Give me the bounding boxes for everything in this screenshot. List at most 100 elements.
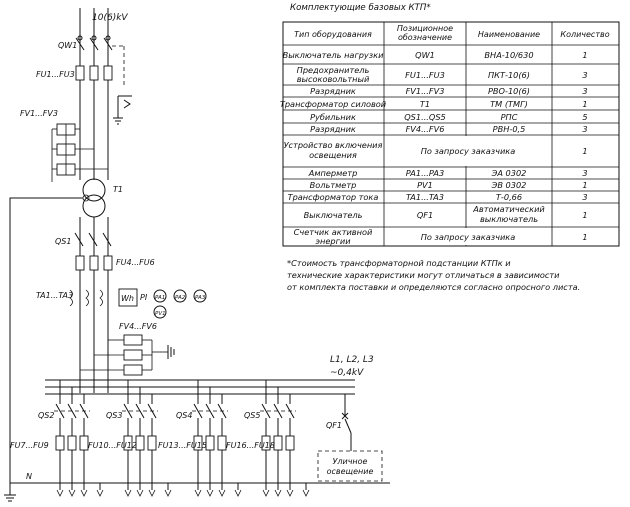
- svg-text:QS1...QS5: QS1...QS5: [404, 112, 446, 122]
- merged-cell-text: По запросу заказчика: [421, 232, 515, 242]
- fv1-fv3-arresters: [51, 123, 108, 182]
- fu10-fu12-label: FU10...FU12: [88, 441, 137, 450]
- table-row: Рубильник QS1...QS5 РПС 5: [310, 112, 588, 122]
- energy-meter: [118, 288, 138, 307]
- feeder-fuse: [273, 435, 283, 451]
- svg-text:1: 1: [582, 210, 587, 220]
- svg-text:FV4...FV6: FV4...FV6: [406, 124, 445, 134]
- svg-text:ЭВ 0302: ЭВ 0302: [491, 180, 527, 190]
- svg-text:PA1: PA1: [155, 295, 165, 301]
- svg-text:FU1...FU3: FU1...FU3: [405, 70, 445, 80]
- lv-busbars: [45, 379, 355, 395]
- feeder-switch-blade: [123, 403, 133, 419]
- ammeter-icon: PA2: [173, 289, 187, 303]
- pi-label: PI: [140, 293, 148, 302]
- svg-text:QW1: QW1: [415, 50, 435, 60]
- feeder-fuse: [135, 435, 145, 451]
- ammeter-icon: PA1: [153, 289, 167, 303]
- lv-voltage-label: ~0,4kV: [330, 368, 364, 378]
- fu4-fu6-fuses: [75, 255, 113, 271]
- feeder-arrow-icon: [194, 489, 202, 497]
- table-row-dividers: [283, 44, 619, 228]
- svg-text:технические характеристики мог: технические характеристики могут отличат…: [287, 270, 560, 280]
- svg-text:РВН-0,5: РВН-0,5: [493, 124, 526, 134]
- header-type: Тип оборудования: [294, 30, 372, 39]
- feeder-arrow-icon: [68, 489, 76, 497]
- svg-text:1: 1: [582, 50, 587, 60]
- svg-text:Предохранитель: Предохранитель: [297, 65, 370, 75]
- svg-text:T1: T1: [420, 99, 430, 109]
- svg-text:Вольтметр: Вольтметр: [310, 180, 357, 190]
- feeder-fuse: [205, 435, 215, 451]
- feeder-arrow-icon: [124, 489, 132, 497]
- qs5-label: QS5: [244, 411, 260, 420]
- street-lighting-label-1: Уличное: [333, 457, 368, 466]
- header-qty: Количество: [560, 30, 609, 39]
- ammeter-icon: PA3: [193, 289, 207, 303]
- feeder-fuse: [217, 435, 227, 451]
- fv1-fv3-label: FV1...FV3: [20, 109, 58, 118]
- lv-phases-label: L1, L2, L3: [330, 355, 374, 365]
- neutral-line: [9, 197, 83, 495]
- feeder-arrow-icon: [164, 489, 172, 497]
- svg-text:PV1: PV1: [155, 311, 166, 317]
- feeder-arrow-icon: [80, 489, 88, 497]
- single-line-schematic: 10(6)kV QW1 FU1...FU3 FV1...FV3: [4, 8, 390, 502]
- ground-icon: [167, 345, 175, 359]
- svg-text:QF1: QF1: [417, 210, 433, 220]
- fu1-fu3-label: FU1...FU3: [36, 70, 75, 79]
- svg-text:освещения: освещения: [309, 150, 357, 160]
- svg-text:1: 1: [582, 232, 587, 242]
- feeder-fuse: [147, 435, 157, 451]
- qs1-switch: [74, 232, 112, 247]
- svg-text:высоковольтный: высоковольтный: [297, 74, 370, 84]
- feeder-fuse: [55, 435, 65, 451]
- qs2-label: QS2: [38, 411, 54, 420]
- ground-icon: [4, 494, 16, 502]
- svg-text:Т-0,66: Т-0,66: [496, 192, 522, 202]
- qs1-label: QS1: [55, 237, 71, 246]
- svg-text:PV1: PV1: [417, 180, 433, 190]
- table-row: Амперметр PA1...PA3 ЭА 0302 3: [308, 168, 588, 178]
- qf1-breaker: [341, 394, 352, 451]
- svg-text:Разрядник: Разрядник: [310, 86, 356, 96]
- svg-text:1: 1: [582, 180, 587, 190]
- svg-text:Устройство включения: Устройство включения: [284, 140, 383, 150]
- svg-text:Автоматический: Автоматический: [472, 204, 545, 214]
- ta1-ta3-current-transformers: [69, 289, 103, 307]
- svg-text:Выключатель нагрузки: Выключатель нагрузки: [283, 50, 384, 60]
- qf1-label: QF1: [326, 421, 342, 430]
- merged-cell-bg: [385, 136, 551, 166]
- svg-text:Трансформатор тока: Трансформатор тока: [288, 192, 379, 202]
- svg-text:РВО-10(6): РВО-10(6): [488, 86, 530, 96]
- street-lighting-box: [317, 450, 383, 482]
- table-row: Предохранитель высоковольтный FU1...FU3 …: [297, 65, 588, 84]
- footnote: *Стоимость трансформаторной подстанции К…: [287, 258, 580, 292]
- svg-text:3: 3: [582, 168, 587, 178]
- svg-text:от комплекта поставки и опреде: от комплекта поставки и определяются сог…: [287, 282, 580, 292]
- table-title: Комплектующие базовых КТП*: [290, 3, 431, 13]
- feeder-arrow-icon: [136, 489, 144, 497]
- n-label: N: [26, 472, 32, 481]
- table-row: Разрядник FV4...FV6 РВН-0,5 3: [310, 124, 587, 134]
- merged-cell-text: По запросу заказчика: [421, 146, 515, 156]
- phase-lines: [79, 8, 109, 180]
- svg-text:PA3: PA3: [195, 295, 206, 301]
- header-name: Наименование: [478, 30, 540, 39]
- table-row: Трансформатор тока TA1...TA3 Т-0,66 3: [288, 192, 588, 202]
- fu7-fu9-label: FU7...FU9: [10, 441, 49, 450]
- feeder-switch-blade: [193, 403, 203, 419]
- feeder-fuse: [67, 435, 77, 451]
- fu13-fu15-label: FU13...FU15: [158, 441, 207, 450]
- feeder-switch-blade: [261, 403, 271, 419]
- feeder-arrow-icon: [56, 489, 64, 497]
- feeder-fuse: [79, 435, 89, 451]
- hv-voltage-label: 10(6)kV: [92, 13, 128, 23]
- svg-text:5: 5: [582, 112, 587, 122]
- svg-text:3: 3: [582, 86, 587, 96]
- lv-phase-lines: [79, 217, 109, 393]
- feeder-arrow-icon: [286, 489, 294, 497]
- svg-text:Выключатель: Выключатель: [304, 210, 363, 220]
- feeder-arrow-icon: [302, 489, 310, 497]
